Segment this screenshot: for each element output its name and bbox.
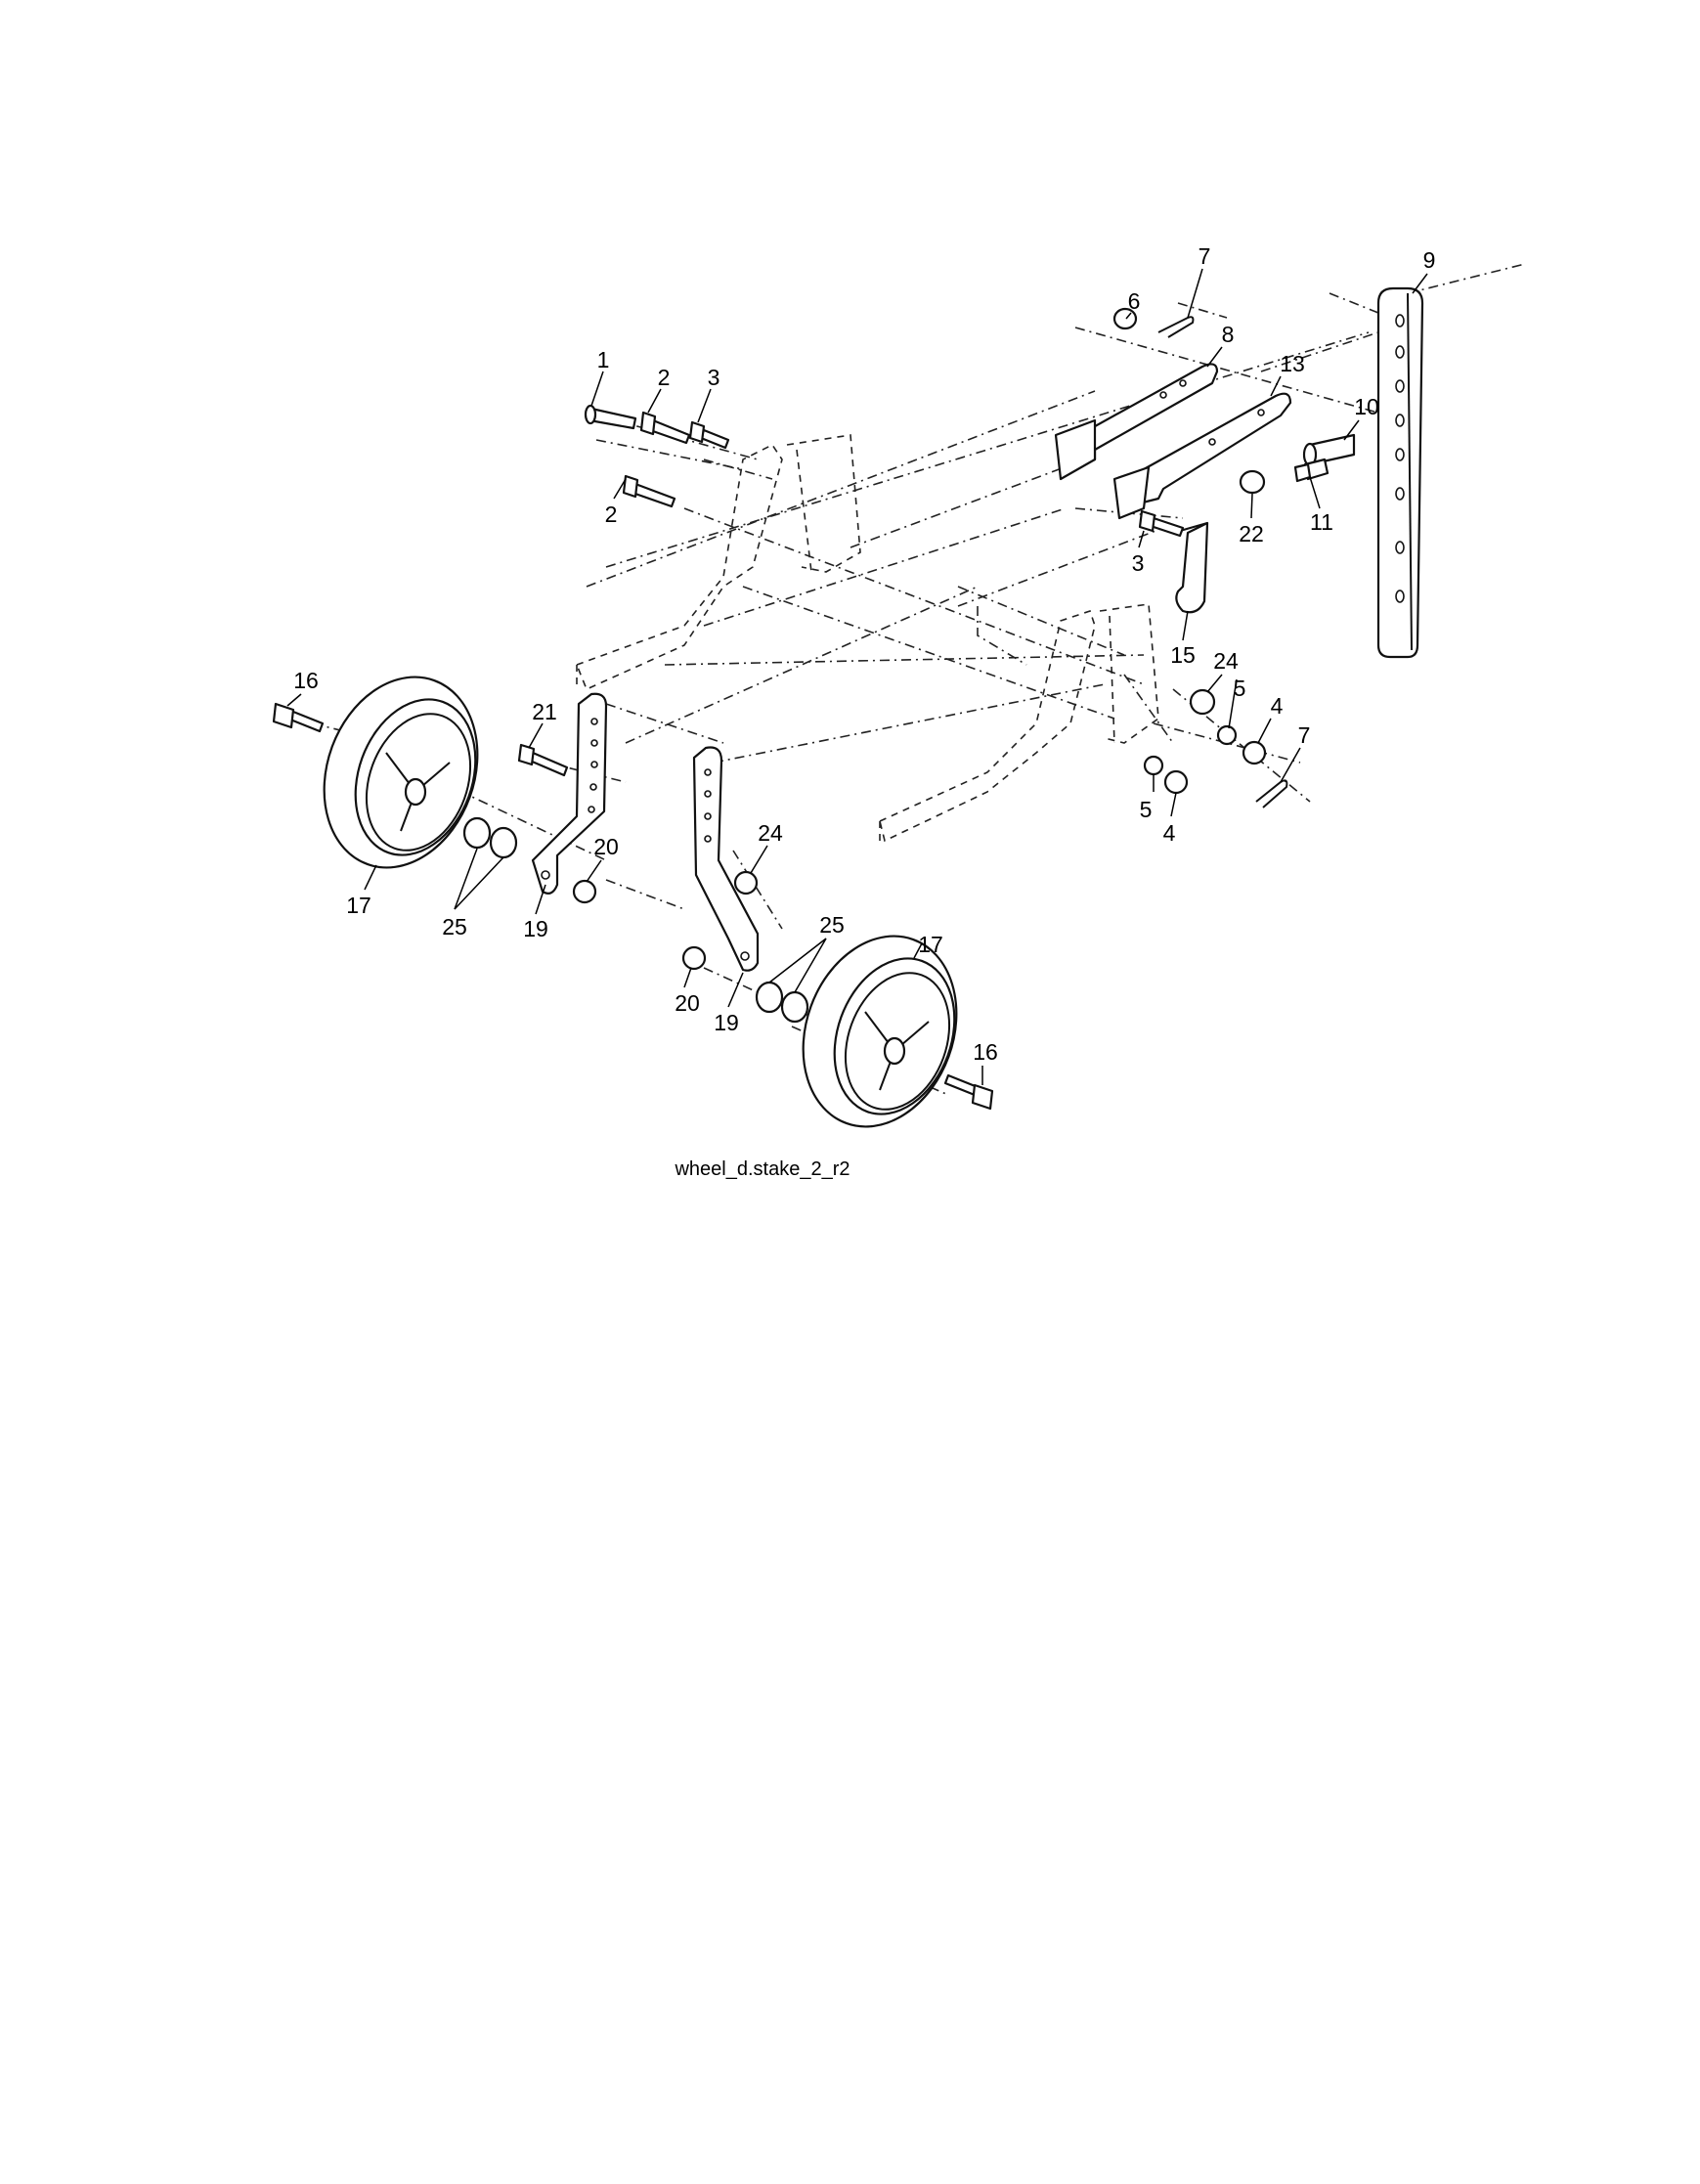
callout-4-lower: 4 <box>1163 820 1176 846</box>
callout-19-right: 19 <box>714 1010 739 1035</box>
callout-20-lower: 20 <box>675 990 700 1016</box>
callout-20-upper: 20 <box>593 834 619 859</box>
callout-25-right: 25 <box>819 912 845 938</box>
fasteners-bottom <box>272 702 994 1111</box>
wheel-left <box>323 676 479 869</box>
callout-leaders <box>286 268 1428 1085</box>
fasteners-top <box>584 307 1329 808</box>
callout-24-left: 24 <box>758 820 783 846</box>
wheel-bracket-right <box>692 746 760 972</box>
callout-21: 21 <box>532 699 557 724</box>
callout-4-upper: 4 <box>1271 693 1284 719</box>
callout-17-right: 17 <box>918 932 943 957</box>
diagram-caption: wheel_d.stake_2_r2 <box>674 1158 850 1180</box>
stake-bracket-lower <box>1112 392 1292 520</box>
stake-lock-clip <box>1172 521 1209 614</box>
stake-bracket-upper <box>1054 363 1219 481</box>
callout-7-top: 7 <box>1199 243 1211 269</box>
callout-2-lower: 2 <box>605 502 618 527</box>
callout-10: 10 <box>1354 394 1379 419</box>
callout-3-top: 3 <box>708 365 720 390</box>
wheel-right <box>802 935 958 1128</box>
callout-22: 22 <box>1239 521 1264 546</box>
depth-stake-bar <box>1376 286 1424 659</box>
stake-pin <box>1302 433 1356 467</box>
callout-5-upper: 5 <box>1234 676 1246 701</box>
callout-16-right: 16 <box>973 1039 998 1065</box>
callout-11: 11 <box>1310 509 1333 535</box>
callout-19-left: 19 <box>523 916 548 941</box>
callout-15: 15 <box>1170 642 1196 668</box>
callout-16-left: 16 <box>293 668 319 693</box>
callout-25-left: 25 <box>442 914 467 939</box>
callout-9: 9 <box>1423 247 1436 273</box>
callout-3-mid: 3 <box>1132 550 1145 576</box>
callout-7-bottom: 7 <box>1298 722 1311 748</box>
callout-5-lower: 5 <box>1140 797 1153 822</box>
callout-1: 1 <box>597 347 610 372</box>
callout-labels: 1 2 3 2 6 7 8 9 13 10 11 22 3 15 24 5 4 … <box>293 243 1435 1065</box>
callout-2-top: 2 <box>658 365 671 390</box>
callout-13: 13 <box>1280 351 1305 376</box>
callout-8: 8 <box>1222 322 1235 347</box>
callout-6: 6 <box>1128 288 1141 314</box>
tiller-frame-phantom <box>575 390 1164 843</box>
callout-24-right: 24 <box>1213 648 1239 674</box>
callout-17-left: 17 <box>346 893 371 918</box>
